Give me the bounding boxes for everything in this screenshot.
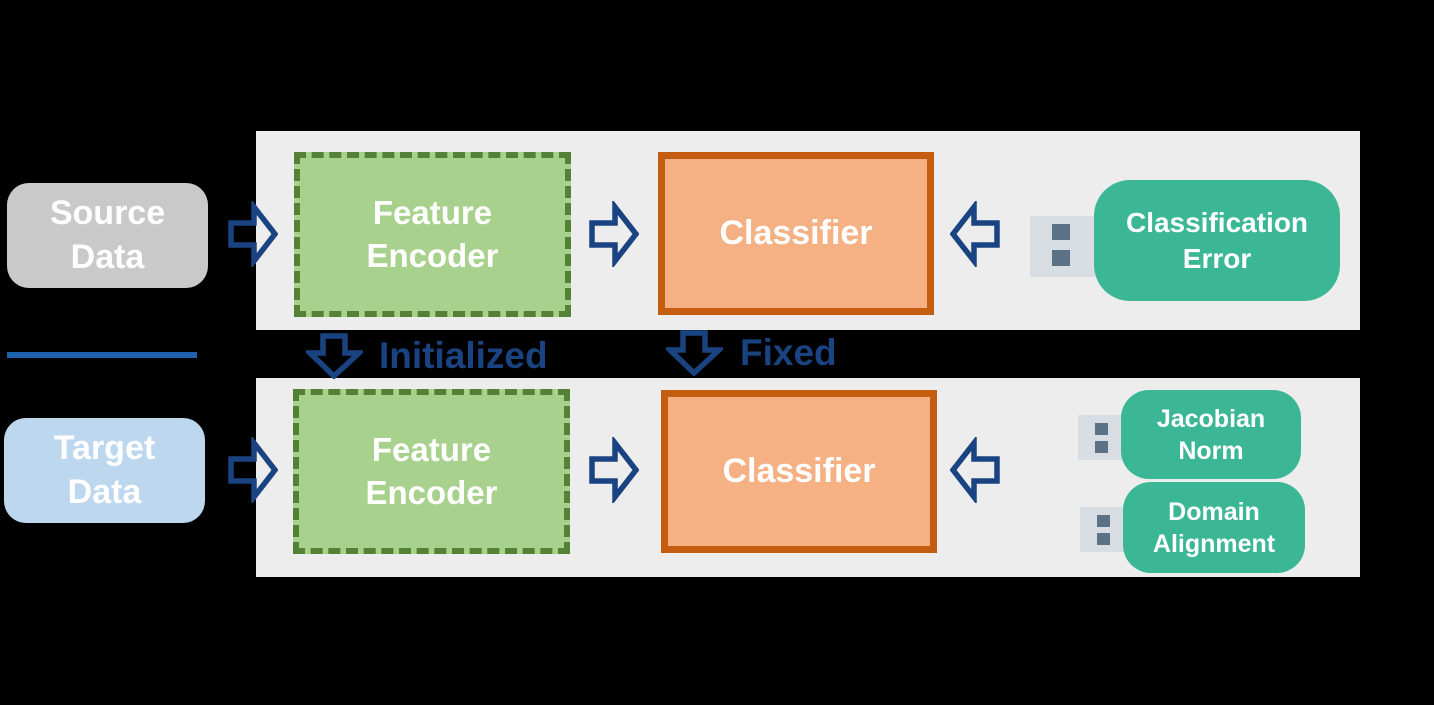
- usb-pin: [1095, 423, 1108, 435]
- classifier-label: Classifier: [722, 451, 876, 490]
- target-data-label-line2: Data: [67, 472, 142, 511]
- fixed-label: Fixed: [740, 332, 837, 373]
- usb-plug-icon: [1030, 216, 1095, 277]
- domain-alignment-label-line2: Alignment: [1152, 529, 1276, 558]
- classification-error-label-line1: Classification: [1125, 206, 1309, 238]
- feature-encoder-label-line1: Feature: [372, 194, 493, 232]
- target-data-label-line1: Target: [53, 428, 156, 467]
- classification-error-module: Classification Error: [1094, 180, 1340, 301]
- usb-pin: [1095, 441, 1108, 453]
- classifier-box-target: Classifier: [661, 390, 937, 553]
- domain-alignment-module: Domain Alignment: [1123, 482, 1305, 573]
- jacobian-norm-module: Jacobian Norm: [1121, 390, 1301, 479]
- classification-error-label-line2: Error: [1182, 242, 1252, 274]
- feature-encoder-label-line2: Encoder: [366, 236, 499, 274]
- domain-divider-line: [7, 352, 197, 358]
- jacobian-norm-label-line1: Jacobian: [1156, 404, 1266, 433]
- jacobian-norm-label-line2: Norm: [1178, 436, 1244, 465]
- feature-encoder-box-target: Feature Encoder: [293, 389, 570, 554]
- source-data-label-line2: Data: [70, 237, 145, 276]
- arrow-right-icon: [589, 437, 639, 503]
- arrow-down-icon: [666, 330, 723, 376]
- source-data-label-line1: Source: [49, 193, 166, 232]
- usb-plug-icon: [1080, 507, 1126, 552]
- arrow-right-icon: [228, 437, 278, 503]
- arrow-right-icon: [589, 201, 639, 267]
- domain-alignment-label-line1: Domain: [1168, 497, 1260, 526]
- initialized-label: Initialized: [379, 335, 548, 376]
- classifier-box-source: Classifier: [658, 152, 934, 315]
- target-data-box: Target Data: [4, 418, 205, 523]
- usb-pin: [1052, 250, 1070, 266]
- arrow-left-icon: [950, 437, 1000, 503]
- feature-encoder-label-line2: Encoder: [365, 473, 498, 511]
- feature-encoder-label-line1: Feature: [371, 431, 492, 469]
- arrow-right-icon: [228, 201, 278, 267]
- source-data-box: Source Data: [7, 183, 208, 288]
- classifier-label: Classifier: [719, 213, 873, 252]
- usb-pin: [1052, 224, 1070, 240]
- usb-pin: [1097, 515, 1110, 527]
- arrow-down-icon: [306, 333, 363, 379]
- usb-pin: [1097, 533, 1110, 545]
- feature-encoder-box-source: Feature Encoder: [294, 152, 571, 317]
- arrow-left-icon: [950, 201, 1000, 267]
- usb-plug-icon: [1078, 415, 1124, 460]
